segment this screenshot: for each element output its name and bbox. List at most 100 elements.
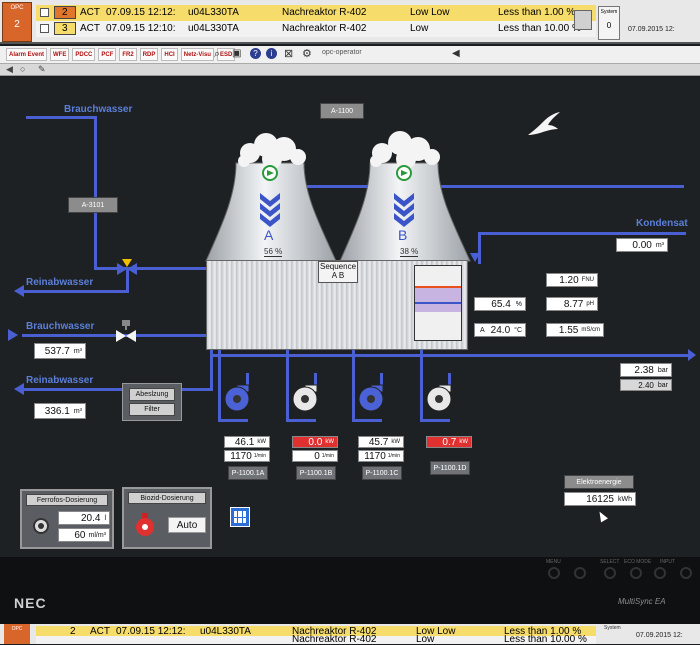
manual-valve-icon[interactable] <box>114 320 138 342</box>
label-reinabwasser-top: Reinabwasser <box>26 277 94 288</box>
bottom-alarm-condition: Less than 1.00 % <box>504 626 582 637</box>
arrow-left-reinabwasser-top <box>14 285 24 297</box>
sound-icon[interactable]: ◀ <box>452 48 460 59</box>
ferrofos-value: 20.4 l <box>58 511 110 525</box>
pipe-pump-a-out <box>218 419 248 422</box>
alarm-status: ACT <box>80 23 100 34</box>
pump-name-button[interactable]: P-1100.1B <box>296 466 336 480</box>
monitor-button-4[interactable] <box>630 567 642 579</box>
pump-name-button[interactable]: P-1100.1A <box>228 466 268 480</box>
save-icon[interactable]: ▣ <box>232 48 242 59</box>
alarm-count-badge <box>54 6 76 19</box>
pump-icon[interactable] <box>222 381 256 415</box>
toolbar-button[interactable]: Netz-Visu <box>180 48 214 61</box>
close-window-icon[interactable]: ⊠ <box>284 48 294 60</box>
opc-label: OPC <box>10 5 24 11</box>
pipe-brauchwasser-mid <box>22 334 208 337</box>
monitor-button-1[interactable] <box>548 567 560 579</box>
abs-button[interactable]: Abeslzung <box>129 388 175 401</box>
alarm-tag: u04L330TA <box>188 7 239 18</box>
pump-icon[interactable] <box>290 381 324 415</box>
alarm-tag: u04L330TA <box>188 23 239 34</box>
alarm-condition: Less than 1.00 % <box>498 7 576 18</box>
alarm-checkbox[interactable] <box>40 8 49 17</box>
monitor-power-button[interactable] <box>680 567 692 579</box>
back-icon[interactable]: ◀ <box>6 64 13 74</box>
settings-icon[interactable]: ⚙ <box>302 48 312 60</box>
help-icon[interactable]: ? <box>250 48 261 59</box>
alarm-row-1[interactable]: 2 ACT 07.09.15 12:12: u04L330TA Nachreak… <box>36 5 596 21</box>
system-count: 0 <box>606 21 612 30</box>
monitor-button-3[interactable] <box>604 567 616 579</box>
ferrofos-panel[interactable]: Ferrofos-Dosierung 20.4 l 60 ml/m³ <box>20 489 114 549</box>
address-field[interactable]: opc-operator <box>322 49 362 56</box>
opc-count: 2 <box>14 19 20 30</box>
label-reinabwasser-bottom: Reinabwasser <box>26 375 94 386</box>
forward-icon[interactable]: ○ <box>20 64 26 74</box>
pipe-reinabwasser-bottom <box>24 388 212 391</box>
basin-temp-value: A 24.0 °C <box>474 323 526 337</box>
pin-icon[interactable]: ✎ <box>38 64 46 74</box>
label-brauchwasser-mid: Brauchwasser <box>26 321 95 332</box>
toolbar-button[interactable]: FR2 <box>119 48 137 61</box>
toolbar-button[interactable]: WFE <box>50 48 70 61</box>
bottom-alarm-condition-2: Less than 10.00 % <box>504 634 587 645</box>
tower-a-letter: A <box>264 227 274 243</box>
pipe-kondensat <box>480 232 686 235</box>
ferrofos-title: Ferrofos-Dosierung <box>26 494 108 506</box>
biozid-panel[interactable]: Biozid-Dosierung Auto <box>122 487 212 549</box>
alarm-condition: Less than 10.00 % <box>498 23 581 34</box>
alarm-row-2[interactable]: 3 ACT 07.09.15 12:10: u04L330TA Nachreak… <box>36 21 596 37</box>
toolbar-button[interactable]: RDP <box>139 48 159 61</box>
bottom-opc-panel[interactable]: OPC <box>4 624 30 644</box>
basin-level-line <box>415 302 461 304</box>
ack-icon[interactable] <box>574 10 592 30</box>
tag-a1100[interactable]: A-1100 <box>320 103 364 119</box>
toolbar-button[interactable]: HCI <box>161 48 178 61</box>
monitor-btn-eco-label: ECO MODE <box>624 559 652 565</box>
filter-button[interactable]: Filter <box>129 403 175 416</box>
quality-turbidity: 1.20 FNU <box>546 273 598 287</box>
pump-name-button[interactable]: P-1100.1C <box>362 466 402 480</box>
monitor-button-2[interactable] <box>574 567 586 579</box>
keypad-icon[interactable] <box>230 507 250 527</box>
bottom-alarm-row-1[interactable]: 2 ACT 07.09.15 12:12: u04L330TA Nachreak… <box>36 626 596 637</box>
pump-name-button[interactable]: P-1100.1D <box>430 461 470 475</box>
info-icon[interactable]: i <box>266 48 277 59</box>
three-way-valve-icon[interactable] <box>115 257 139 277</box>
toolbar-button[interactable]: ESD <box>216 48 236 61</box>
mouse-cursor-icon <box>596 509 608 523</box>
bottom-alarm-time: 07.09.15 12:12: <box>116 626 186 637</box>
search-icon[interactable]: ⌕ <box>214 48 221 60</box>
system-panel[interactable]: System 0 <box>598 6 620 40</box>
brauchwasser-flow: 537.7 m³ <box>34 343 86 359</box>
arrow-left-reinabwasser-bottom <box>14 383 24 395</box>
biozid-mode-button[interactable]: Auto <box>168 517 206 533</box>
pump-dosing-icon <box>33 518 49 534</box>
tag-a3101[interactable]: A-3101 <box>68 197 118 213</box>
alarm-checkbox[interactable] <box>40 24 49 33</box>
bottom-alarm-row-2[interactable]: Nachreaktor R-402 Low Less than 10.00 % <box>36 634 596 645</box>
pump-icon[interactable] <box>424 381 458 415</box>
toolbar-button[interactable]: Alarm Event <box>6 48 48 61</box>
abs-filter-panel[interactable]: Abeslzung Filter <box>122 383 182 421</box>
monitor-button-5[interactable] <box>654 567 666 579</box>
sequence-box: Sequence A B <box>318 261 358 283</box>
toolbar-button[interactable]: PCF <box>98 48 117 61</box>
alarm-count: 2 <box>62 7 68 18</box>
pump-icon[interactable] <box>356 381 390 415</box>
bottom-alarm-location-2: Nachreaktor R-402 <box>292 634 377 645</box>
toolbar-button[interactable]: PDCC <box>72 48 96 61</box>
opc-panel[interactable]: OPC 2 <box>2 2 32 42</box>
pipe-pump-a-riser <box>246 373 249 391</box>
nav-bar: ◀ ○ ✎ <box>0 64 700 76</box>
alarm-count: 3 <box>62 23 68 34</box>
quality-ph: 8.77 pH <box>546 297 598 311</box>
bottom-system-label: System <box>604 625 621 631</box>
ferrofos-flow: 60 ml/m³ <box>58 528 110 542</box>
